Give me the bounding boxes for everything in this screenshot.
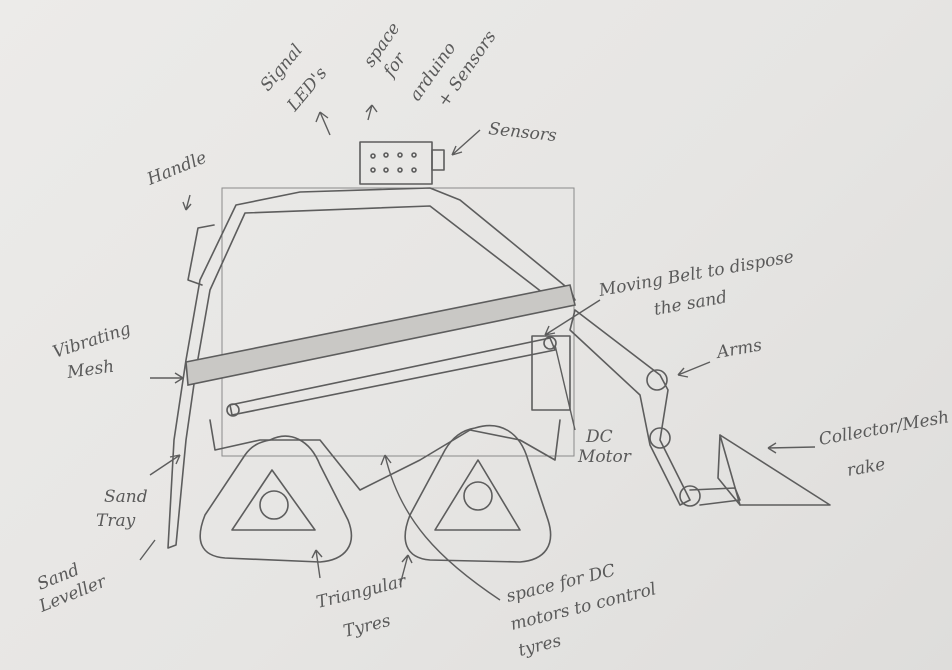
label-triangular-tyres-1: Triangular (314, 571, 408, 613)
vibrating-mesh (186, 285, 575, 385)
tyre-right (405, 426, 550, 562)
label-collector-2: rake (845, 455, 887, 481)
label-triangular-tyres-2: Tyres (341, 611, 393, 642)
arm-upper (570, 310, 690, 505)
label-dc-motor-1: DC (585, 427, 613, 447)
collector-rake (720, 435, 830, 505)
arduino-box (360, 142, 432, 184)
label-dc-motor-2: Motor (577, 447, 632, 467)
label-vibrating-mesh-2: Mesh (65, 357, 115, 384)
sensor-unit (432, 150, 444, 170)
handle (188, 225, 214, 285)
label-vibrating-mesh-1: Vibrating (50, 319, 133, 363)
label-sensors: Sensors (487, 119, 557, 146)
label-sand-tray-2: Tray (96, 511, 136, 531)
label-collector-1: Collector/Mesh (817, 407, 950, 450)
tyre-left (200, 436, 351, 562)
dc-motor-box (532, 336, 570, 410)
signal-led-holes (371, 153, 416, 172)
label-space-dc-motors-3: tyres (516, 631, 563, 661)
label-sand-tray-1: Sand (104, 487, 148, 507)
label-arms: Arms (713, 335, 763, 363)
label-moving-belt-2: the sand (652, 287, 728, 320)
label-handle: Handle (143, 148, 209, 190)
